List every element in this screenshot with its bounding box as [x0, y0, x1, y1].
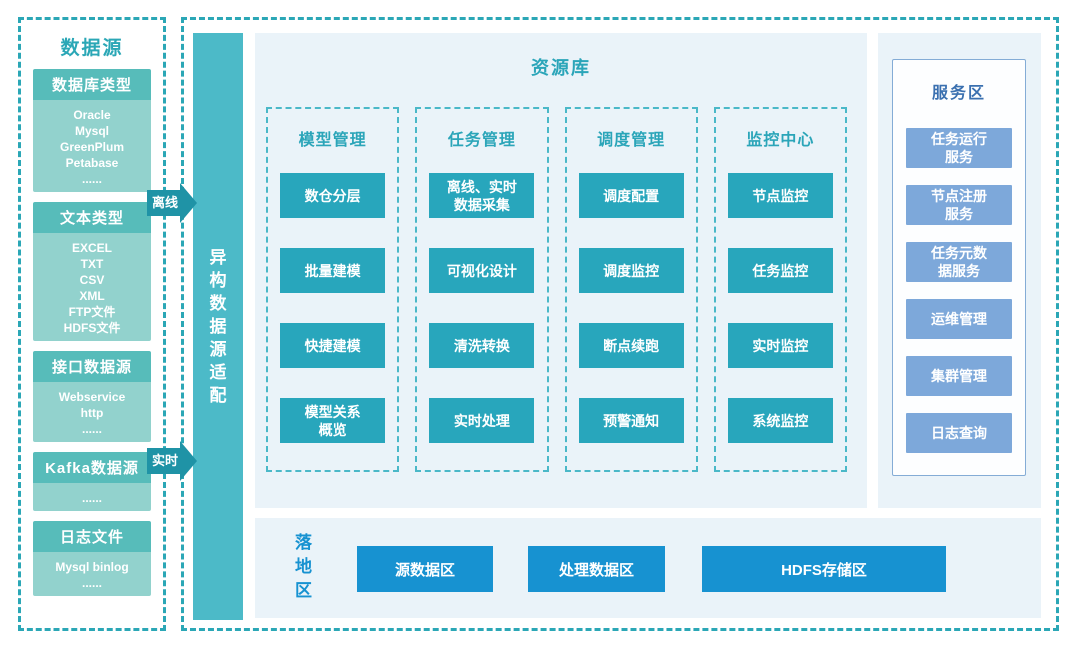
service-item-box: 任务元数 据服务	[906, 242, 1012, 282]
list-item: EXCEL	[71, 241, 112, 255]
list-item: Petabase	[65, 156, 119, 170]
column-task-management: 任务管理 离线、实时 数据采集 可视化设计 清洗转换 实时处理	[415, 107, 549, 472]
arrow-head-icon	[180, 441, 197, 481]
repo-item-box: 离线、实时 数据采集	[429, 173, 535, 218]
data-source-section-api: 接口数据源 Webservice http ......	[33, 351, 151, 442]
list-item: GreenPlum	[59, 140, 125, 154]
arrow-tail	[147, 448, 180, 474]
landing-zone-panel: 落地区 源数据区 处理数据区 HDFS存储区	[255, 518, 1041, 618]
service-item-box: 日志查询	[906, 413, 1012, 453]
list-item: CSV	[79, 273, 105, 287]
services-title: 服务区	[931, 85, 986, 102]
list-item: Mysql binlog	[55, 560, 129, 574]
data-source-section-log: 日志文件 Mysql binlog ......	[33, 521, 151, 596]
arrow-tail	[147, 190, 180, 216]
list-item: ......	[81, 576, 102, 590]
adapter-bar-label: 异构数据源适配	[209, 248, 227, 405]
list-item: Mysql	[74, 124, 109, 138]
services-panel: 服务区 任务运行 服务 节点注册 服务 任务元数 据服务 运维管理 集群管理 日…	[878, 33, 1041, 508]
realtime-arrow-label: 实时	[151, 453, 178, 468]
column-model-management: 模型管理 数仓分层 批量建模 快捷建模 模型关系 概览	[266, 107, 400, 472]
repo-item-box: 实时监控	[727, 323, 833, 368]
section-header: 数据库类型	[33, 69, 151, 100]
list-item: Webservice	[58, 390, 126, 404]
realtime-flow-arrow: 实时	[147, 441, 197, 481]
platform-frame	[181, 17, 1059, 631]
column-monitor-center: 监控中心 节点监控 任务监控 实时监控 系统监控	[713, 107, 847, 472]
repo-item-box: 模型关系 概览	[280, 398, 386, 443]
repository-title: 资源库	[531, 58, 591, 78]
section-header: 文本类型	[33, 202, 151, 233]
list-item: http	[80, 406, 104, 420]
service-item-box: 任务运行 服务	[906, 128, 1012, 168]
column-title: 模型管理	[298, 132, 367, 149]
repo-item-box: 可视化设计	[429, 248, 535, 293]
arrow-head-icon	[180, 183, 197, 223]
landing-box-processing: 处理数据区	[528, 546, 665, 592]
adapter-bar: 异构数据源适配	[193, 33, 243, 620]
section-header: 接口数据源	[33, 351, 151, 382]
data-sources-panel: 数据源 数据库类型 Oracle Mysql GreenPlum Petabas…	[18, 17, 166, 631]
repository-panel: 资源库 模型管理 数仓分层 批量建模 快捷建模 模型关系 概览 任务管理 离线、…	[255, 33, 867, 508]
repo-item-box: 实时处理	[429, 398, 535, 443]
list-item: HDFS文件	[63, 321, 121, 335]
repo-item-box: 调度监控	[578, 248, 684, 293]
column-title: 任务管理	[447, 132, 516, 149]
repo-item-box: 调度配置	[578, 173, 684, 218]
repo-item-box: 系统监控	[727, 398, 833, 443]
list-item: ......	[81, 491, 102, 505]
data-sources-title: 数据源	[60, 38, 124, 59]
section-header: Kafka数据源	[33, 452, 151, 483]
list-item: XML	[79, 289, 105, 303]
repo-item-box: 批量建模	[280, 248, 386, 293]
section-body: Oracle Mysql GreenPlum Petabase ......	[33, 100, 151, 192]
section-body: EXCEL TXT CSV XML FTP文件 HDFS文件	[33, 233, 151, 341]
data-source-section-text: 文本类型 EXCEL TXT CSV XML FTP文件 HDFS文件	[33, 202, 151, 341]
repo-item-box: 节点监控	[727, 173, 833, 218]
section-header: 日志文件	[33, 521, 151, 552]
repo-item-box: 快捷建模	[280, 323, 386, 368]
data-source-section-kafka: Kafka数据源 ......	[33, 452, 151, 511]
landing-box-hdfs: HDFS存储区	[702, 546, 946, 592]
list-item: TXT	[80, 257, 104, 271]
column-title: 调度管理	[597, 132, 666, 149]
column-title: 监控中心	[746, 132, 815, 149]
section-body: ......	[33, 483, 151, 511]
service-item-box: 集群管理	[906, 356, 1012, 396]
landing-box-source: 源数据区	[357, 546, 493, 592]
service-item-box: 节点注册 服务	[906, 185, 1012, 225]
column-schedule-management: 调度管理 调度配置 调度监控 断点续跑 预警通知	[564, 107, 698, 472]
list-item: FTP文件	[68, 305, 116, 319]
repo-item-box: 断点续跑	[578, 323, 684, 368]
repository-columns: 模型管理 数仓分层 批量建模 快捷建模 模型关系 概览 任务管理 离线、实时 数…	[266, 107, 847, 472]
list-item: Oracle	[73, 108, 111, 122]
offline-flow-arrow: 离线	[147, 183, 197, 223]
section-body: Webservice http ......	[33, 382, 151, 442]
services-box: 服务区 任务运行 服务 节点注册 服务 任务元数 据服务 运维管理 集群管理 日…	[892, 59, 1026, 476]
repo-item-box: 任务监控	[727, 248, 833, 293]
repo-item-box: 预警通知	[578, 398, 684, 443]
list-item: ......	[81, 172, 102, 186]
repo-item-box: 清洗转换	[429, 323, 535, 368]
service-item-box: 运维管理	[906, 299, 1012, 339]
list-item: ......	[81, 422, 102, 436]
repo-item-box: 数仓分层	[280, 173, 386, 218]
landing-zone-title: 落地区	[295, 533, 312, 600]
offline-arrow-label: 离线	[151, 195, 178, 210]
section-body: Mysql binlog ......	[33, 552, 151, 596]
data-source-section-database: 数据库类型 Oracle Mysql GreenPlum Petabase ..…	[33, 69, 151, 192]
